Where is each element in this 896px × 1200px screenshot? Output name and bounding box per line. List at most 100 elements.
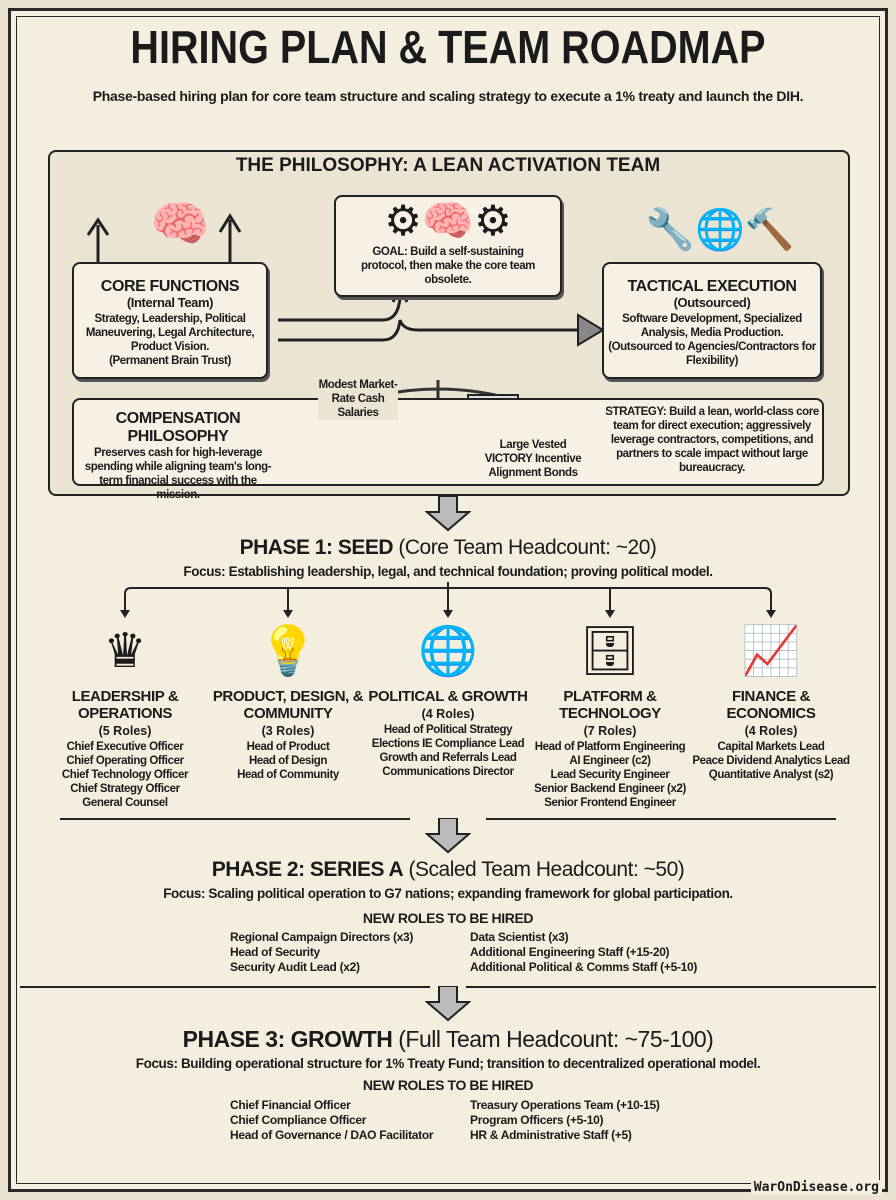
phase3-new-roles-label: NEW ROLES TO BE HIRED [362, 1077, 534, 1093]
role-item: Data Scientist (x3) [470, 930, 569, 944]
role-column: 📈 FINANCE & ECONOMICS (4 Roles) Capital Mar… [686, 622, 856, 782]
role-item: Elections IE Compliance Lead [371, 738, 525, 750]
role-item: Chief Executive Officer [66, 741, 184, 753]
role-count: (5 Roles) [98, 724, 152, 738]
globe-megaphone-icon: 🌐 [418, 625, 478, 678]
tactical-execution-note: (Outsourced to Agencies/Contractors for … [608, 341, 816, 367]
role-item: HR & Administrative Staff (+5) [470, 1128, 632, 1142]
compensation-title: COMPENSATION PHILOSOPHY [115, 410, 241, 445]
philosophy-title: THE PHILOSOPHY: A LEAN ACTIVATION TEAM [235, 155, 661, 176]
role-item: Security Audit Lead (x2) [230, 960, 360, 974]
page-subtitle: Phase-based hiring plan for core team st… [92, 88, 804, 104]
role-item: Quantitative Analyst (s2) [708, 769, 834, 781]
down-arrow-icon [425, 496, 471, 532]
core-functions-subtitle: (Internal Team) [126, 295, 214, 310]
role-item: Chief Financial Officer [230, 1098, 351, 1112]
phase2-roles-left: Regional Campaign Directors (x3)Head of … [230, 930, 413, 975]
core-functions-title: CORE FUNCTIONS [100, 278, 240, 295]
role-item: Senior Frontend Engineer [544, 797, 676, 809]
up-arrow-icon [218, 213, 242, 265]
role-count: (4 Roles) [744, 724, 798, 738]
tactical-execution-title: TACTICAL EXECUTION [627, 278, 797, 295]
compensation-section: COMPENSATION PHILOSOPHY Preserves cash f… [78, 410, 278, 502]
phase2-roles-right: Data Scientist (x3)Additional Engineerin… [470, 930, 697, 975]
divider [60, 818, 410, 820]
role-item: Chief Technology Officer [61, 769, 189, 781]
phase2-name: PHASE 2: SERIES A [211, 858, 404, 881]
tactical-execution-subtitle: (Outsourced) [673, 295, 751, 310]
brain-gears-icon: ⚙🧠⚙ [384, 197, 512, 244]
phase1-headcount: (Core Team Headcount: ~20) [398, 536, 657, 559]
compensation-body: Preserves cash for high-leverage spendin… [84, 447, 272, 501]
cash-salaries-label: Modest Market-Rate Cash Salaries [318, 378, 398, 420]
incentive-bonds-label: Large Vested VICTORY Incentive Alignment… [484, 439, 582, 479]
phase2-title: PHASE 2: SERIES A (Scaled Team Headcount… [0, 858, 896, 882]
core-functions-note: (Permanent Brain Trust) [109, 355, 231, 367]
role-item: Growth and Referrals Lead [379, 752, 517, 764]
role-item: Communications Director [382, 766, 514, 778]
role-item: Treasury Operations Team (+10-15) [470, 1098, 660, 1112]
lightbulb-icon: 💡 [258, 625, 318, 678]
role-item: Chief Operating Officer [66, 755, 184, 767]
brain-icon: 🧠 [150, 198, 210, 251]
phase3-roles-right: Treasury Operations Team (+10-15)Program… [470, 1098, 660, 1143]
phase2-headcount: (Scaled Team Headcount: ~50) [408, 858, 685, 881]
core-functions-box: CORE FUNCTIONS (Internal Team) Strategy,… [72, 262, 268, 379]
column-title: POLITICAL & GROWTH [368, 688, 528, 705]
role-count: (7 Roles) [583, 724, 637, 738]
goal-box: ⚙🧠⚙ GOAL: Build a self-sustaining protoc… [334, 195, 562, 297]
column-title: PRODUCT, DESIGN, & COMMUNITY [212, 688, 364, 722]
compensation-box [72, 398, 824, 486]
core-functions-body: Strategy, Leadership, Political Maneuver… [85, 313, 255, 353]
inner-frame [16, 16, 880, 1184]
down-arrow-icon [425, 986, 471, 1022]
role-item: Program Officers (+5-10) [470, 1113, 604, 1127]
phase1-branch-lines [120, 582, 776, 618]
column-title: FINANCE & ECONOMICS [726, 688, 816, 722]
divider [466, 986, 876, 988]
role-item: Head of Product [246, 741, 330, 753]
role-count: (4 Roles) [421, 707, 475, 721]
phase2-new-roles-label: NEW ROLES TO BE HIRED [362, 910, 534, 926]
footer-url[interactable]: WarOnDisease.org [750, 1180, 882, 1195]
role-count: (3 Roles) [261, 724, 315, 738]
server-icon: 🗄 [579, 625, 641, 678]
divider [486, 818, 836, 820]
role-item: Lead Security Engineer [550, 769, 670, 781]
phase3-headcount: (Full Team Headcount: ~75-100) [398, 1026, 714, 1052]
up-arrow-icon [86, 217, 110, 265]
strategy-text: STRATEGY: Build a lean, world-class core… [605, 406, 819, 474]
role-item: Head of Political Strategy [383, 724, 513, 736]
role-item: Head of Platform Engineering [534, 741, 686, 753]
role-item: Additional Engineering Staff (+15-20) [470, 945, 670, 959]
role-column: 🌐 POLITICAL & GROWTH (4 Roles) Head of Poli… [363, 622, 533, 779]
phase3-focus: Focus: Building operational structure fo… [135, 1056, 761, 1071]
role-item: Head of Design [248, 755, 328, 767]
phase1-title: PHASE 1: SEED (Core Team Headcount: ~20) [0, 536, 896, 560]
down-arrow-icon [425, 818, 471, 854]
goal-text: GOAL: Build a self-sustaining protocol, … [360, 246, 536, 286]
role-item: Head of Security [230, 945, 320, 959]
role-item: Peace Dividend Analytics Lead [692, 755, 850, 767]
role-item: General Counsel [82, 797, 168, 809]
page-title: HIRING PLAN & TEAM ROADMAP [130, 21, 766, 73]
role-item: AI Engineer (c2) [569, 755, 651, 767]
phase1-name: PHASE 1: SEED [239, 536, 394, 559]
tactical-execution-box: TACTICAL EXECUTION (Outsourced) Software… [602, 262, 822, 379]
role-item: Head of Community [237, 769, 339, 781]
phase3-title: PHASE 3: GROWTH (Full Team Headcount: ~7… [0, 1026, 896, 1053]
phase2-focus: Focus: Scaling political operation to G7… [163, 886, 733, 901]
column-title: PLATFORM & TECHNOLOGY [559, 688, 661, 722]
crown-icon: ♛ [103, 625, 147, 678]
role-column: 🗄 PLATFORM & TECHNOLOGY (7 Roles) Head of P… [525, 622, 695, 810]
divider [20, 986, 430, 988]
tactical-execution-body: Software Development, Specialized Analys… [622, 313, 802, 339]
role-item: Capital Markets Lead [717, 741, 825, 753]
role-column: ♛LEADERSHIP & OPERATIONS(5 Roles)Chief E… [40, 622, 210, 810]
role-column: 💡 PRODUCT, DESIGN, & COMMUNITY (3 Roles) He… [203, 622, 373, 782]
role-item: Chief Strategy Officer [70, 783, 180, 795]
role-item: Regional Campaign Directors (x3) [230, 930, 414, 944]
role-item: Additional Political & Comms Staff (+5-1… [470, 960, 698, 974]
chart-growth-icon: 📈 [741, 625, 801, 678]
